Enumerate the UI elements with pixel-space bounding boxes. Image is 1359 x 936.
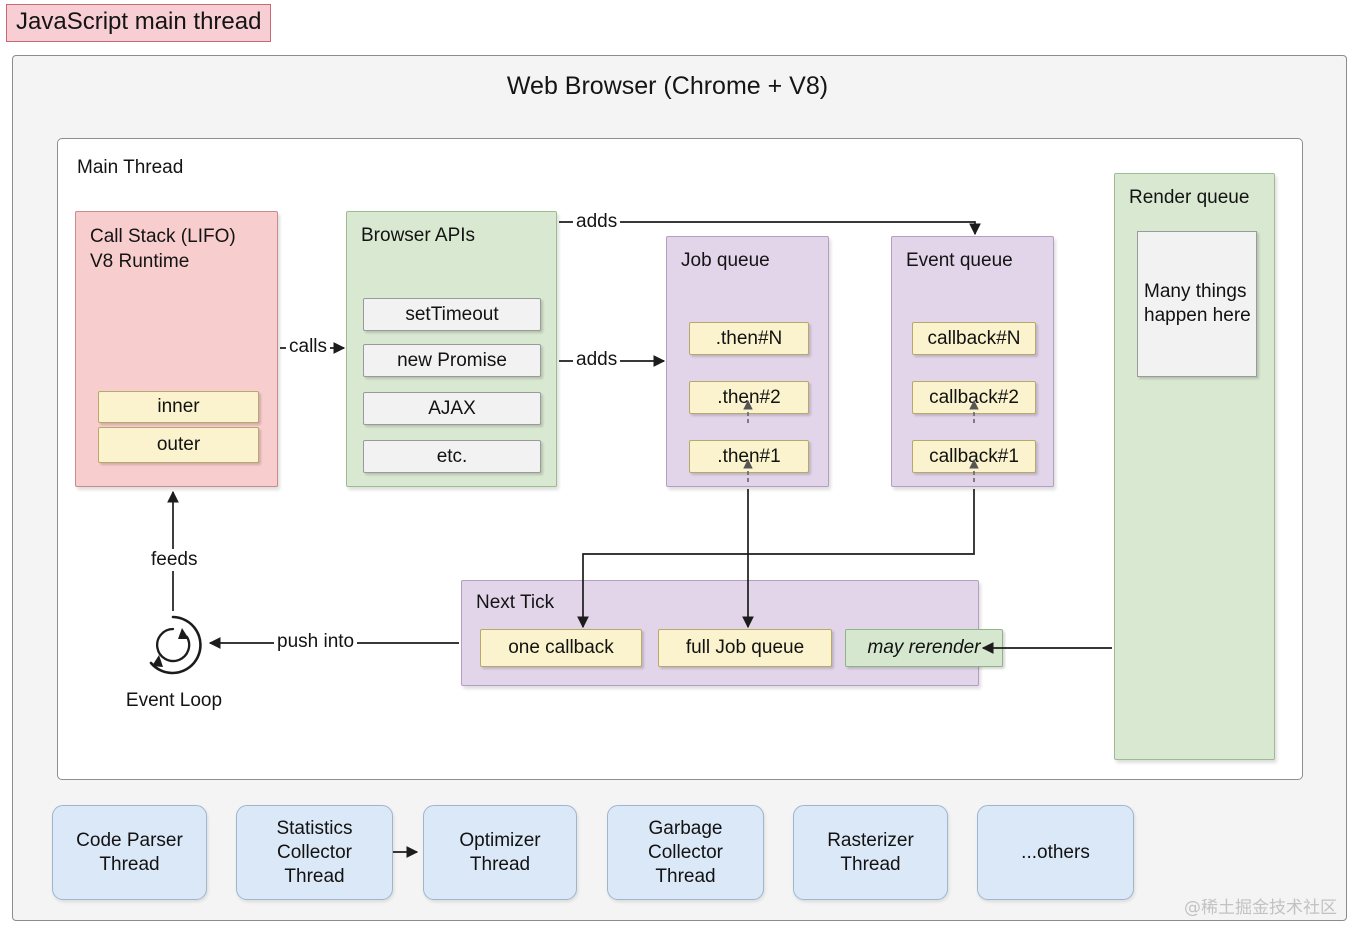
thread-box-code-parser: Code Parser Thread [52, 805, 207, 900]
thread-box-garbage-collector: Garbage Collector Thread [607, 805, 764, 900]
thread-box-rasterizer: Rasterizer Thread [793, 805, 948, 900]
event-queue-item-callback-1: callback#1 [912, 440, 1036, 473]
job-queue-box: Job queue .then#N .then#2 .then#1 [666, 236, 829, 487]
render-queue-box: Render queue Many things happen here [1114, 173, 1275, 760]
render-queue-title: Render queue [1129, 187, 1250, 208]
browser-api-settimeout: setTimeout [363, 298, 541, 331]
call-stack-frame-outer: outer [98, 427, 259, 463]
edge-label-feeds: feeds [148, 549, 201, 571]
event-queue-title: Event queue [906, 250, 1013, 271]
browser-apis-box: Browser APIs setTimeout new Promise AJAX… [346, 211, 557, 487]
page-title-badge: JavaScript main thread [6, 4, 272, 42]
thread-box-statistics-collector: Statistics Collector Thread [236, 805, 393, 900]
job-queue-item-then-2: .then#2 [689, 381, 809, 414]
next-tick-title: Next Tick [476, 592, 555, 613]
thread-box-optimizer: Optimizer Thread [423, 805, 577, 900]
browser-api-ajax: AJAX [363, 392, 541, 425]
next-tick-item-one-callback: one callback [480, 629, 642, 667]
edge-label-adds-job-queue: adds [573, 349, 621, 371]
loop-icon [139, 611, 207, 679]
edge-label-calls: calls [286, 336, 331, 358]
event-loop-label: Event Loop [125, 690, 223, 711]
browser-api-etc: etc. [363, 440, 541, 473]
main-thread-label: Main Thread [77, 157, 184, 178]
job-queue-item-then-1: .then#1 [689, 440, 809, 473]
thread-box-others: ...others [977, 805, 1134, 900]
edge-label-adds-event-queue: adds [573, 211, 621, 233]
next-tick-item-may-rerender: may rerender [845, 629, 1003, 667]
render-queue-note: Many things happen here [1137, 231, 1257, 377]
edge-label-push-into: push into [274, 631, 358, 653]
call-stack-frame-inner: inner [98, 391, 259, 423]
event-queue-item-callback-n: callback#N [912, 322, 1036, 355]
next-tick-item-full-job-queue: full Job queue [658, 629, 832, 667]
call-stack-title: Call Stack (LIFO) V8 Runtime [90, 226, 236, 272]
call-stack-box: Call Stack (LIFO) V8 Runtime inner outer [75, 211, 278, 487]
web-browser-title: Web Browser (Chrome + V8) [506, 72, 829, 100]
event-queue-box: Event queue callback#N callback#2 callba… [891, 236, 1054, 487]
browser-api-new-promise: new Promise [363, 344, 541, 377]
watermark: @稀土掘金技术社区 [1184, 898, 1337, 918]
job-queue-item-then-n: .then#N [689, 322, 809, 355]
event-queue-item-callback-2: callback#2 [912, 381, 1036, 414]
browser-apis-title: Browser APIs [361, 225, 476, 246]
job-queue-title: Job queue [681, 250, 770, 271]
next-tick-box: Next Tick one callback full Job queue ma… [461, 580, 1003, 686]
